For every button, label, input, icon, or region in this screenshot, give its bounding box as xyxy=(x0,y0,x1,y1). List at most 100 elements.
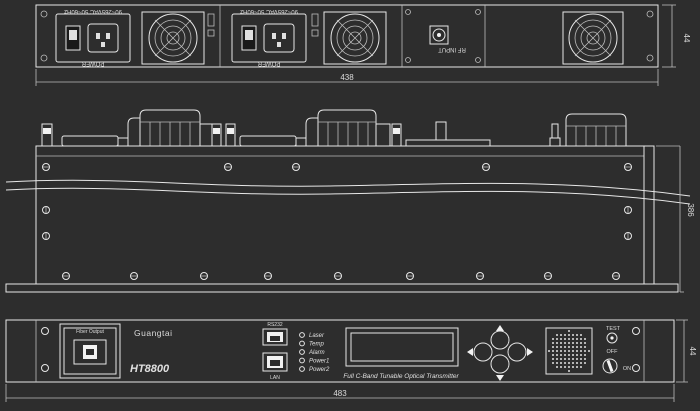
key-switch[interactable] xyxy=(602,358,618,374)
rs232-port[interactable] xyxy=(262,328,288,346)
lan-port[interactable] xyxy=(262,352,288,372)
front-width-dim: 483 xyxy=(333,389,347,398)
vent-hole xyxy=(584,342,586,344)
side-rf-connector xyxy=(435,121,447,141)
rear-view: 90~265VAC 50~60Hz POWER 90~265V xyxy=(35,4,691,86)
side-chassis-outline xyxy=(35,145,645,285)
vent-hole xyxy=(576,366,578,368)
vent-hole xyxy=(580,334,582,336)
vent-hole xyxy=(576,334,578,336)
lan-label: LAN xyxy=(270,375,280,381)
vent-hole xyxy=(552,362,554,364)
rear-width-dim: 438 xyxy=(340,73,354,82)
side-screws-left xyxy=(42,206,632,240)
vent-hole xyxy=(560,354,562,356)
led-laser-label: Laser xyxy=(309,333,325,339)
vent-hole xyxy=(576,338,578,340)
vent-hole xyxy=(552,342,554,344)
vent-hole xyxy=(552,354,554,356)
up-button[interactable] xyxy=(490,330,510,350)
psu2-power-label: POWER xyxy=(257,60,280,66)
vent-hole xyxy=(568,350,570,352)
psu-1: 90~265VAC 50~60Hz POWER xyxy=(55,8,215,66)
side-fan-icon xyxy=(565,113,627,146)
vent-hole xyxy=(572,346,574,348)
power-socket-icon xyxy=(263,23,295,53)
brand-label: Guangtai xyxy=(134,328,173,338)
vent-hole xyxy=(564,338,566,340)
vent-hole xyxy=(564,358,566,360)
psu1-power-label: POWER xyxy=(81,60,104,66)
vent-hole xyxy=(580,350,582,352)
psu2-rating-label: 90~265VAC 50~60Hz xyxy=(240,8,298,14)
vent-hole xyxy=(568,330,570,332)
vent-hole xyxy=(556,334,558,336)
vent-hole xyxy=(568,358,570,360)
fan-icon xyxy=(323,11,387,65)
arrow-left-icon[interactable] xyxy=(467,348,473,356)
vent-hole xyxy=(572,362,574,364)
keypad xyxy=(467,325,533,381)
side-psu-block xyxy=(61,135,119,147)
led-laser-icon xyxy=(299,332,305,338)
vent-hole xyxy=(564,366,566,368)
down-button[interactable] xyxy=(490,354,510,374)
fan-icon xyxy=(141,11,205,65)
side-screws-bottom xyxy=(62,272,620,280)
fiber-output-port[interactable]: Fiber Output xyxy=(59,323,121,379)
product-name-label: Full C-Band Tunable Optical Transmitter xyxy=(343,373,459,380)
vent-hole xyxy=(568,366,570,368)
vent-hole xyxy=(556,350,558,352)
vent-hole xyxy=(556,362,558,364)
vent-hole xyxy=(572,342,574,344)
on-label: ON xyxy=(623,366,631,372)
vent-hole xyxy=(572,334,574,336)
vent-hole xyxy=(584,354,586,356)
vent-hole xyxy=(572,358,574,360)
led-alarm-icon xyxy=(299,349,305,355)
vent-hole xyxy=(576,346,578,348)
right-button[interactable] xyxy=(507,342,527,362)
vent-hole xyxy=(584,338,586,340)
side-connector-icon xyxy=(225,123,236,147)
side-connector-icon xyxy=(41,123,53,147)
psu1-rating-label: 90~265VAC 50~60Hz xyxy=(64,8,122,14)
vent-hole xyxy=(580,366,582,368)
rear-height-dim: 44 xyxy=(682,34,691,43)
led-alarm-label: Alarm xyxy=(308,350,325,356)
rf-input-connector: RF INPUT xyxy=(405,9,481,63)
led-power2-label: Power2 xyxy=(309,367,330,373)
key-slot-icon xyxy=(606,359,614,373)
vent-hole xyxy=(580,358,582,360)
rack-screw-icon xyxy=(632,364,640,372)
left-button[interactable] xyxy=(473,342,493,362)
arrow-down-icon[interactable] xyxy=(496,375,504,381)
vent-hole xyxy=(568,342,570,344)
led-temp-icon xyxy=(299,340,305,347)
fiber-output-label: Fiber Output xyxy=(76,329,104,335)
vent-hole xyxy=(556,366,558,368)
side-fan-icon xyxy=(317,109,377,146)
vent-hole xyxy=(572,366,574,368)
vent-hole xyxy=(572,350,574,352)
arrow-right-icon[interactable] xyxy=(527,348,533,356)
arrow-up-icon[interactable] xyxy=(496,325,504,331)
vent-hole xyxy=(584,358,586,360)
vent-hole xyxy=(560,338,562,340)
vent-hole xyxy=(556,338,558,340)
vent-hole xyxy=(560,342,562,344)
vent-hole xyxy=(580,354,582,356)
vent-hole xyxy=(560,362,562,364)
power-socket-icon xyxy=(87,23,119,53)
test-port[interactable] xyxy=(606,332,618,344)
vent-hole xyxy=(588,350,590,352)
vent-hole xyxy=(568,334,570,336)
vent-hole xyxy=(564,354,566,356)
front-panel-edge xyxy=(643,145,655,285)
rack-plate xyxy=(5,283,679,293)
led-power2-icon xyxy=(299,366,305,372)
rear-screw-icon xyxy=(40,54,48,62)
vent-hole xyxy=(576,354,578,356)
vent-hole xyxy=(548,350,550,352)
vent-hole xyxy=(576,350,578,352)
